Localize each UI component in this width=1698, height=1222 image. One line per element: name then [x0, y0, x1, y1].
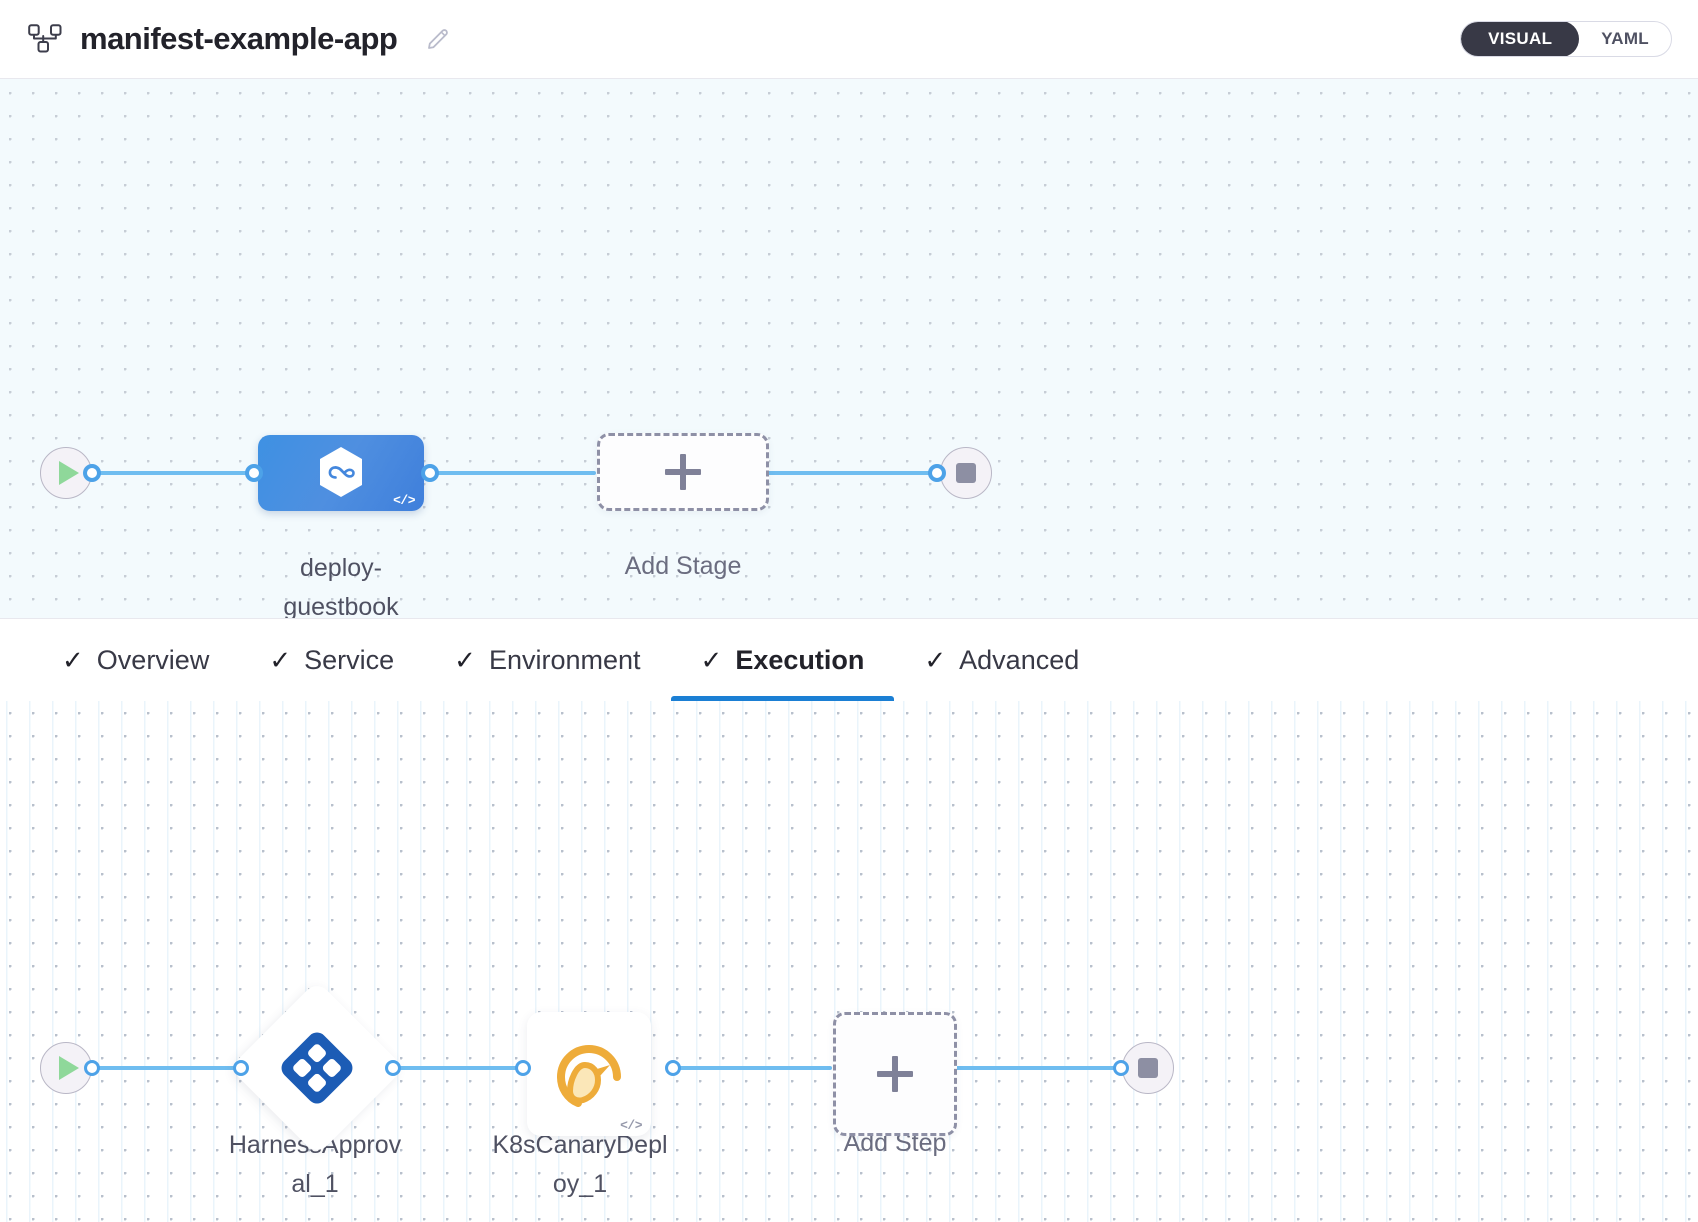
step-node-harness-approval-inner [281, 1032, 353, 1104]
step-node-k8s-canary-deploy-label: K8sCanaryDepl oy_1 [492, 1131, 668, 1198]
stage-node-deploy-guestbook[interactable]: </> [258, 435, 424, 511]
stage-input-port[interactable] [245, 464, 263, 482]
harness-cd-hexagon-icon [320, 446, 362, 497]
pipeline-nodes-icon [28, 24, 62, 53]
stop-square-icon [956, 463, 976, 483]
edge-addstep-to-end [955, 1066, 1115, 1070]
play-icon [59, 461, 79, 485]
plus-icon [877, 1056, 913, 1092]
stage-node-label: deploy- guestbook [283, 554, 399, 619]
edge-canary-to-addstep [672, 1066, 832, 1070]
tab-overview-label: Overview [96, 644, 210, 675]
add-step-button[interactable] [833, 1012, 957, 1136]
canary-input-port[interactable] [515, 1060, 531, 1076]
stage-canvas[interactable]: </> deploy- guestbook Add Stage [0, 79, 1698, 619]
check-icon: ✓ [454, 645, 476, 675]
edge-approval-to-canary [392, 1066, 522, 1070]
stage-tabbar: ✓ Overview ✓ Service ✓ Environment ✓ Exe… [0, 619, 1698, 701]
check-icon: ✓ [269, 645, 292, 675]
check-icon: ✓ [924, 645, 947, 675]
add-stage-button[interactable] [597, 433, 769, 511]
execution-canvas[interactable]: HarnessApprov al_1 </> K8sCanaryDepl oy_… [0, 701, 1698, 1222]
execution-start-node [40, 1042, 92, 1094]
view-mode-yaml[interactable]: YAML [1601, 29, 1649, 48]
tab-overview[interactable]: ✓ Overview [32, 619, 239, 701]
tab-execution[interactable]: ✓ Execution [670, 619, 895, 701]
edge-stage-to-addstage [428, 471, 596, 475]
pipeline-end-node [940, 447, 992, 499]
step-node-k8s-canary-deploy[interactable]: </> [527, 1012, 651, 1136]
page-title: manifest-example-app [80, 21, 398, 56]
play-icon [59, 1056, 79, 1080]
edge-start-to-approval [88, 1066, 240, 1070]
tab-execution-label: Execution [735, 644, 865, 675]
edge-addstage-to-end [760, 471, 950, 475]
edge-start-to-stage [88, 471, 250, 475]
approval-input-port[interactable] [233, 1060, 249, 1076]
tab-service-label: Service [304, 644, 395, 675]
check-icon: ✓ [62, 645, 84, 675]
canary-output-port[interactable] [665, 1060, 681, 1076]
tab-service[interactable]: ✓ Service [239, 619, 424, 701]
step-code-badge[interactable]: </> [620, 1118, 642, 1133]
check-icon: ✓ [700, 645, 723, 675]
execution-end-node [1122, 1042, 1174, 1094]
approval-output-port[interactable] [385, 1060, 401, 1076]
stage-end-input-port[interactable] [928, 464, 946, 482]
pipeline-header: manifest-example-app VISUAL YAML [0, 0, 1698, 79]
harness-approval-diamond-icon [281, 1032, 353, 1104]
execution-start-output-port[interactable] [84, 1060, 100, 1076]
start-output-port[interactable] [83, 464, 101, 482]
step-node-harness-approval[interactable] [229, 980, 405, 1156]
pencil-edit-icon[interactable] [425, 26, 451, 52]
stage-code-badge[interactable]: </> [393, 493, 415, 508]
tab-advanced-label: Advanced [959, 644, 1080, 675]
plus-icon [665, 454, 701, 490]
pipeline-header-right: VISUAL YAML [1460, 21, 1672, 57]
execution-end-input-port[interactable] [1113, 1060, 1129, 1076]
tab-environment-label: Environment [488, 644, 641, 675]
add-stage-label: Add Stage [624, 552, 742, 580]
view-mode-visual[interactable]: VISUAL [1461, 22, 1580, 56]
stop-square-icon [1138, 1058, 1158, 1078]
tab-advanced[interactable]: ✓ Advanced [894, 619, 1109, 701]
view-mode-toggle[interactable]: VISUAL YAML [1460, 21, 1672, 57]
stage-output-port[interactable] [421, 464, 439, 482]
pipeline-header-left: manifest-example-app [28, 21, 451, 57]
tab-environment[interactable]: ✓ Environment [424, 619, 670, 701]
canary-bird-icon [556, 1045, 621, 1107]
